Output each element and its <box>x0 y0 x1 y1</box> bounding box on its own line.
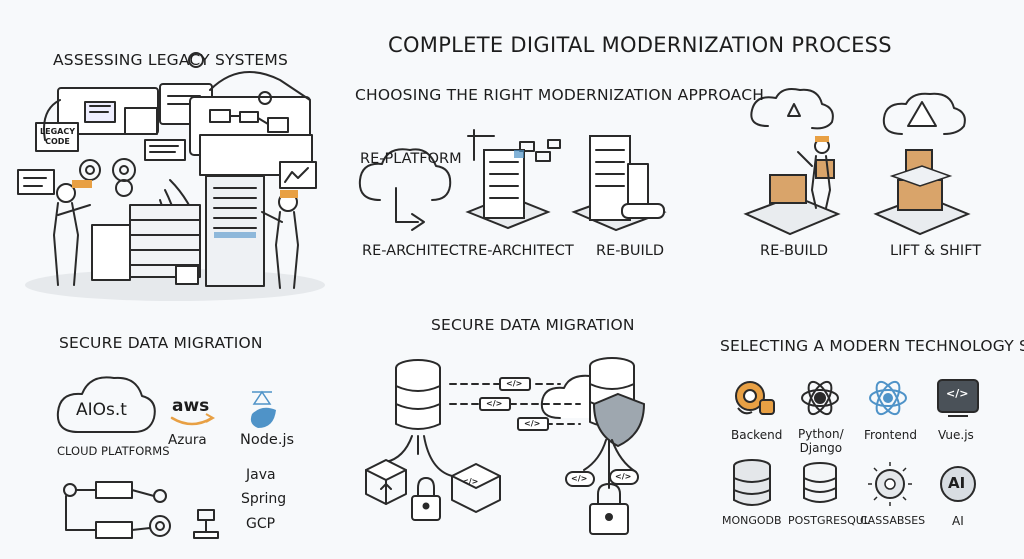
ai-badge-text: AI <box>948 474 966 492</box>
stack-label-python: Python/ Django <box>798 427 844 455</box>
frontend-atom-icon <box>869 380 907 416</box>
azure-logo-icon <box>250 390 276 428</box>
code-tag-4: </> <box>462 477 479 486</box>
legacy-code-label: LEGACY CODE <box>40 127 75 146</box>
approach-label-1: RE-ARCHITECT <box>362 243 468 259</box>
cube-upload-icon <box>365 459 407 505</box>
azura-label: Azura <box>168 432 207 448</box>
code-screen-tag: </> <box>946 387 969 400</box>
replatform-label: RE-PLATFORM <box>360 151 462 167</box>
building-blocks-icon <box>465 129 561 230</box>
code-tag-5: </> <box>571 474 588 483</box>
approach-label-4: RE-BUILD <box>760 243 829 259</box>
lock-left-icon <box>411 477 441 521</box>
lock-right-icon <box>589 483 629 535</box>
java-label: Java <box>246 467 276 483</box>
migration-center-title: SECURE DATA MIGRATION <box>431 316 635 334</box>
approach-label-2: RE-ARCHITECT <box>468 243 574 259</box>
page-title: COMPLETE DIGITAL MODERNIZATION PROCESS <box>388 33 892 57</box>
aws-label: aws <box>172 396 210 416</box>
code-screen-icon <box>937 379 979 417</box>
assessing-title: ASSESSING LEGACY SYSTEMS <box>53 51 288 69</box>
cloud-arrow-icon <box>358 148 452 231</box>
cassandra-icon <box>868 462 912 506</box>
code-bubbles <box>565 469 639 487</box>
stacked-boxes-warning-icon <box>873 92 971 236</box>
python-atom-icon <box>801 380 839 416</box>
migration-arrows <box>385 377 637 489</box>
ai-icon <box>940 466 976 502</box>
cloud-platforms-label: CLOUD PLATFORMS <box>57 444 170 458</box>
backend-icon <box>735 381 775 415</box>
approach-label-5: LIFT & SHIFT <box>890 243 982 259</box>
approach-title: CHOOSING THE RIGHT MODERNIZATION APPROAC… <box>355 86 765 104</box>
code-tag-2: </> <box>486 399 503 408</box>
spring-tool-icon <box>193 509 219 539</box>
approach-label-3: RE-BUILD <box>596 243 665 259</box>
migration-left-title: SECURE DATA MIGRATION <box>59 334 263 352</box>
stack-label-mongodb: MONGODB <box>722 514 782 527</box>
stack-label-vue: Vue.js <box>938 428 974 442</box>
stack-label-cassandra: CASSABSES <box>860 514 926 527</box>
cube-code-icon <box>451 463 501 513</box>
database-target-icon <box>540 357 646 448</box>
nodejs-label: Node.js <box>240 432 295 448</box>
legacy-systems-illustration <box>17 52 325 301</box>
aws-smile-icon <box>170 413 216 426</box>
worker-boxes-cloud-icon <box>743 88 841 236</box>
circuit-network-icon <box>63 481 171 539</box>
stack-label-postgres: POSTGRESQUL <box>788 514 870 527</box>
tower-blueprint-icon <box>571 135 667 232</box>
cloud-outline-icon <box>56 376 156 433</box>
code-tag-1: </> <box>506 379 523 388</box>
code-tag-6: </> <box>615 472 632 481</box>
code-tag-3: </> <box>524 419 541 428</box>
mongodb-icon <box>733 459 771 506</box>
postgres-icon <box>803 462 837 503</box>
stack-label-ai: AI <box>952 514 964 528</box>
gcp-label: GCP <box>246 516 276 532</box>
cloud-text: AIOs.t <box>76 400 127 420</box>
stack-label-frontend: Frontend <box>864 428 917 442</box>
database-source-icon <box>395 359 441 430</box>
stack-label-backend: Backend <box>731 428 783 442</box>
stack-title: SELECTING A MODERN TECHNOLOGY STACK <box>720 337 1024 355</box>
spring-label: Spring <box>241 491 287 507</box>
